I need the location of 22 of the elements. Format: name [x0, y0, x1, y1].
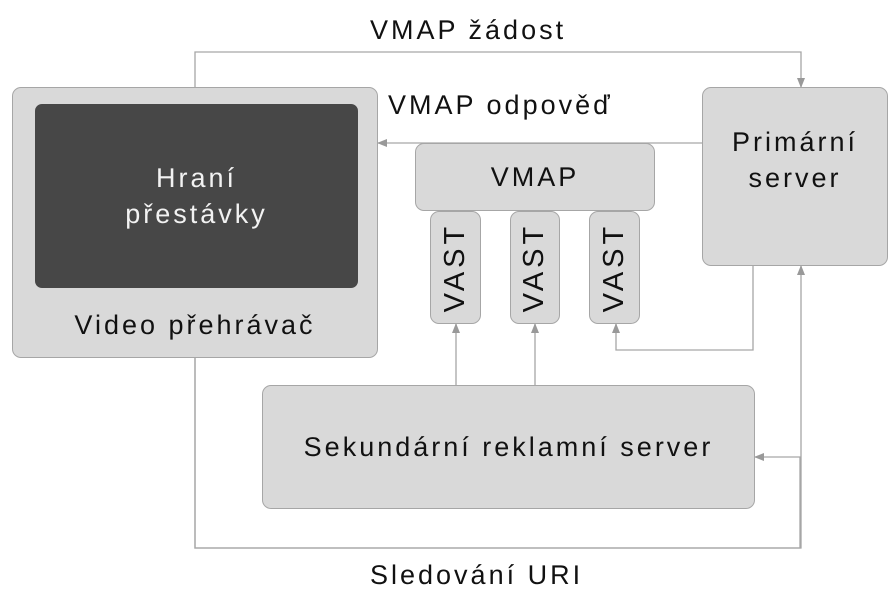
- arrow: [452, 323, 460, 385]
- node-label: Hraní přestávky: [124, 162, 269, 231]
- arrow: [194, 358, 801, 549]
- server-box: [702, 87, 888, 266]
- node-label: VAST: [438, 222, 472, 312]
- arrow: [377, 139, 702, 147]
- node-label: Primární server: [730, 126, 859, 196]
- player-box: [12, 87, 378, 358]
- node-label: VMAP: [490, 160, 580, 194]
- arrow: [194, 51, 805, 88]
- vast-box: [430, 211, 481, 324]
- vmap-box: [415, 143, 655, 211]
- node-label: Video přehrávač: [74, 308, 316, 342]
- vast-box: [510, 211, 560, 324]
- node-label: VAST: [517, 222, 552, 312]
- server-box: [262, 385, 755, 509]
- screen-panel: [35, 104, 358, 288]
- vast-box: [589, 211, 640, 324]
- arrow: [531, 323, 539, 385]
- node-label: VAST: [596, 222, 631, 312]
- arrow: [612, 266, 754, 351]
- node-label: Sekundární reklamní server: [304, 430, 714, 464]
